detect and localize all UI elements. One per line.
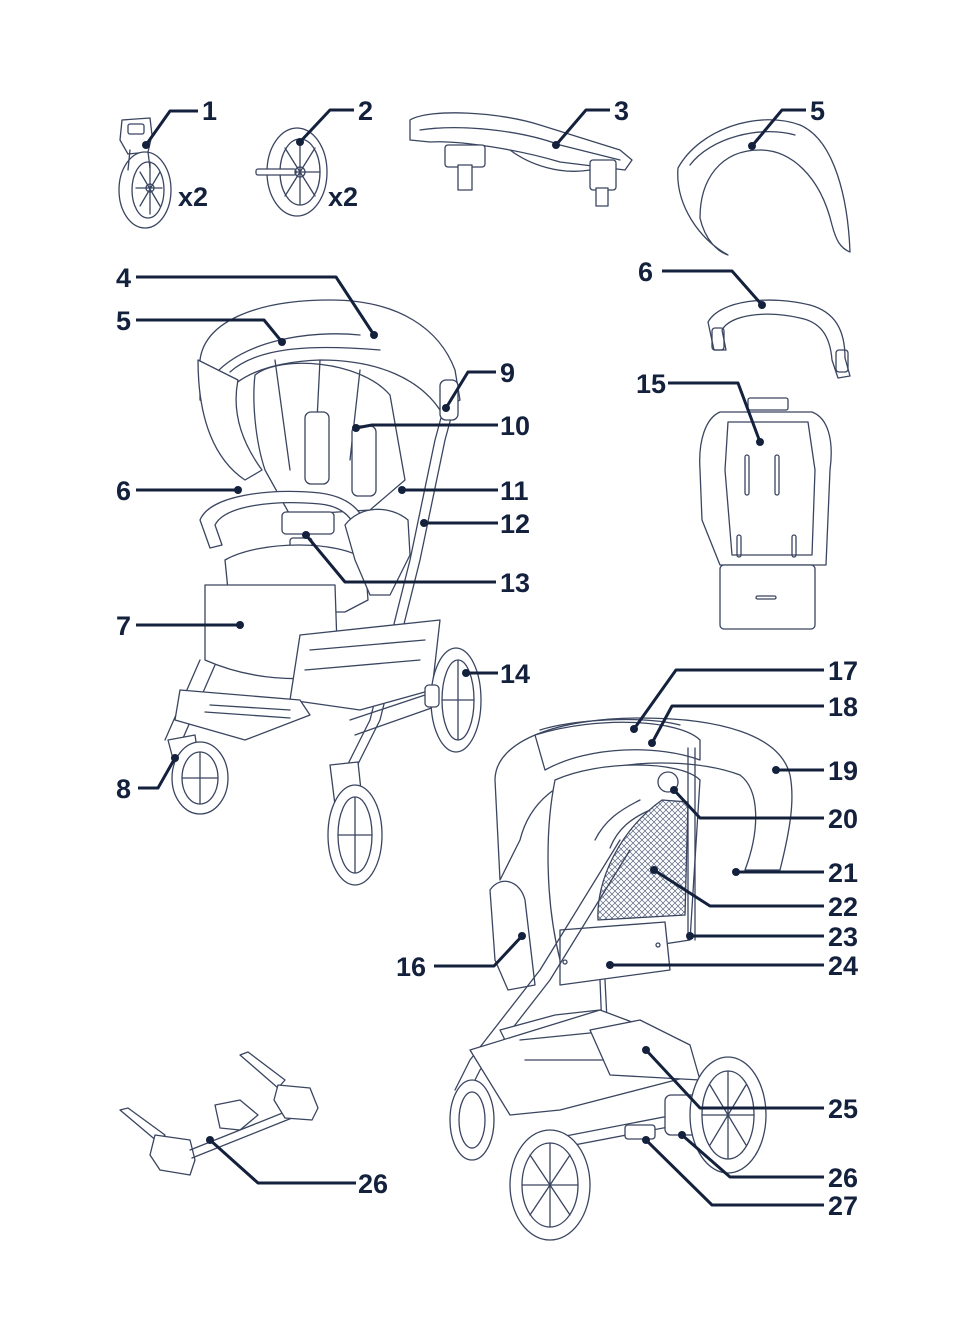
bumper-bar-illustration [707, 299, 851, 379]
callout-15: 15 [636, 369, 666, 399]
callout-1: 1 [202, 96, 217, 126]
callout-22: 22 [828, 892, 858, 922]
quantity-label-front-wheel: x2 [178, 182, 208, 212]
callout-12: 12 [500, 509, 530, 539]
callout-8: 8 [116, 774, 131, 804]
callout-17: 17 [828, 656, 858, 686]
stroller-rear-view-illustration [449, 717, 793, 1241]
callout-11: 11 [500, 476, 529, 506]
callout-21: 21 [828, 858, 858, 888]
callout-23: 23 [828, 922, 858, 952]
callout-labels: 1 2 3 5 4 5 6 15 9 10 6 11 12 13 7 14 8 … [116, 96, 858, 1221]
callout-25: 25 [828, 1094, 858, 1124]
quantity-label-rear-wheel: x2 [328, 182, 358, 212]
callout-5-stroller: 5 [116, 306, 131, 336]
callout-14: 14 [500, 659, 530, 689]
callout-16: 16 [396, 952, 426, 982]
callout-2: 2 [358, 96, 373, 126]
callout-6-bumper: 6 [638, 257, 653, 287]
callout-13: 13 [500, 568, 530, 598]
callout-26-axle: 26 [358, 1169, 388, 1199]
leader-lines [136, 108, 824, 1207]
callout-24: 24 [828, 951, 858, 981]
callout-18: 18 [828, 692, 858, 722]
callout-4: 4 [116, 263, 131, 293]
canopy-fabric-illustration [677, 119, 851, 256]
stroller-front-view-illustration [164, 299, 482, 886]
callout-5-canopy: 5 [810, 96, 825, 126]
callout-6-stroller: 6 [116, 476, 131, 506]
callout-26-stroller: 26 [828, 1163, 858, 1193]
callout-27: 27 [828, 1191, 858, 1221]
axle-bar-illustration [119, 1051, 319, 1176]
callout-points [142, 138, 780, 1144]
bumper-adapter-illustration [409, 112, 633, 207]
callout-19: 19 [828, 756, 858, 786]
callout-3: 3 [614, 96, 629, 126]
callout-20: 20 [828, 804, 858, 834]
callout-10: 10 [500, 411, 530, 441]
front-wheel-illustration [118, 117, 172, 229]
callout-9: 9 [500, 358, 515, 388]
rear-wheel-illustration [255, 127, 328, 217]
callout-7: 7 [116, 611, 131, 641]
seat-liner-illustration [699, 397, 832, 630]
